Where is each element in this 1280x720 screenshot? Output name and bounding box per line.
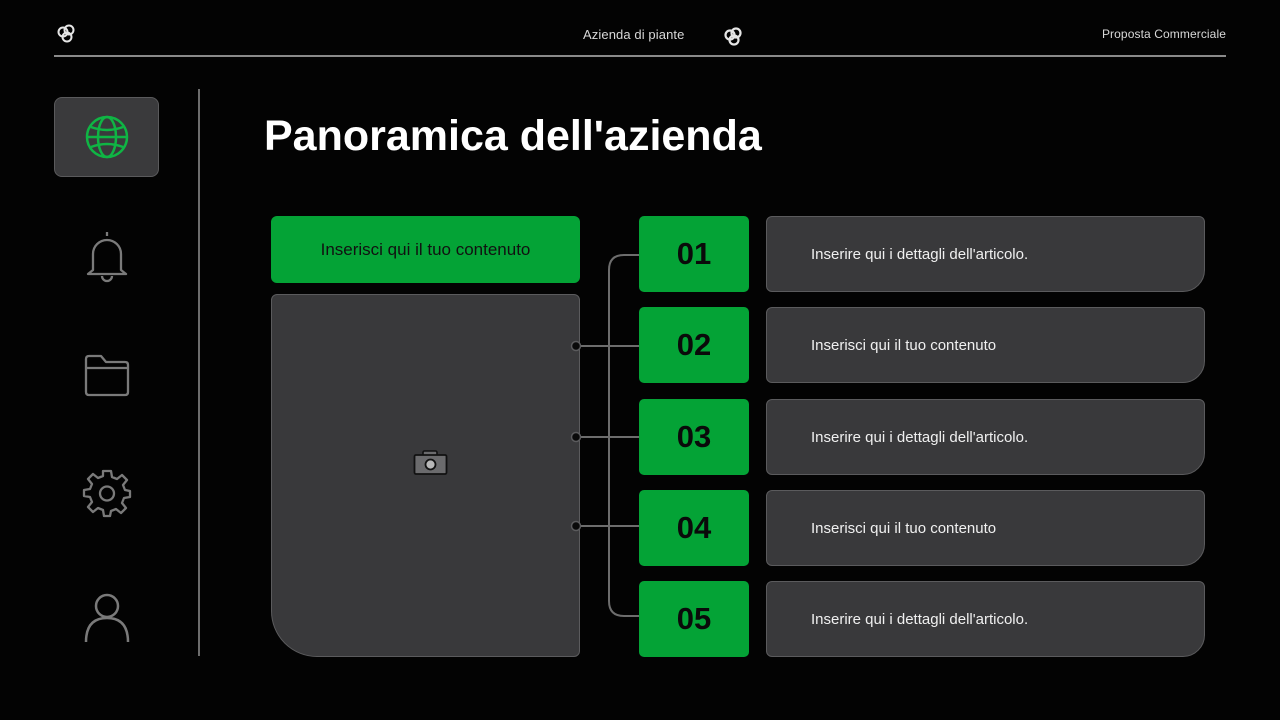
sidebar-divider [198,89,200,656]
globe-icon [85,115,128,159]
step-detail-4[interactable]: Inserisci qui il tuo contenuto [766,490,1205,566]
sidebar-item-profile[interactable] [54,577,159,657]
header-divider [54,55,1226,57]
step-number-2: 02 [639,307,749,383]
content-header-box[interactable]: Inserisci qui il tuo contenuto [271,216,580,283]
step-number-4: 04 [639,490,749,566]
step-detail-3[interactable]: Inserire qui i dettagli dell'articolo. [766,399,1205,475]
step-detail-2[interactable]: Inserisci qui il tuo contenuto [766,307,1205,383]
sidebar-item-notifications[interactable] [54,217,159,297]
user-icon [84,593,129,643]
bell-icon [86,232,127,283]
sidebar-item-globe[interactable] [54,97,159,177]
step-number-3: 03 [639,399,749,475]
three-circles-logo-icon [724,27,742,46]
camera-icon[interactable] [413,449,448,476]
sidebar-item-folder[interactable] [54,335,159,415]
image-placeholder-panel[interactable] [271,294,580,657]
sidebar-item-settings[interactable] [54,453,159,533]
page-title: Panoramica dell'azienda [264,112,762,160]
step-number-1: 01 [639,216,749,292]
step-number-5: 05 [639,581,749,657]
step-detail-5[interactable]: Inserire qui i dettagli dell'articolo. [766,581,1205,657]
step-detail-1[interactable]: Inserire qui i dettagli dell'articolo. [766,216,1205,292]
folder-icon [84,354,129,397]
gear-icon [82,469,131,518]
company-name: Azienda di piante [583,27,685,42]
proposal-label: Proposta Commerciale [1101,27,1226,41]
three-circles-logo-icon [57,24,75,43]
